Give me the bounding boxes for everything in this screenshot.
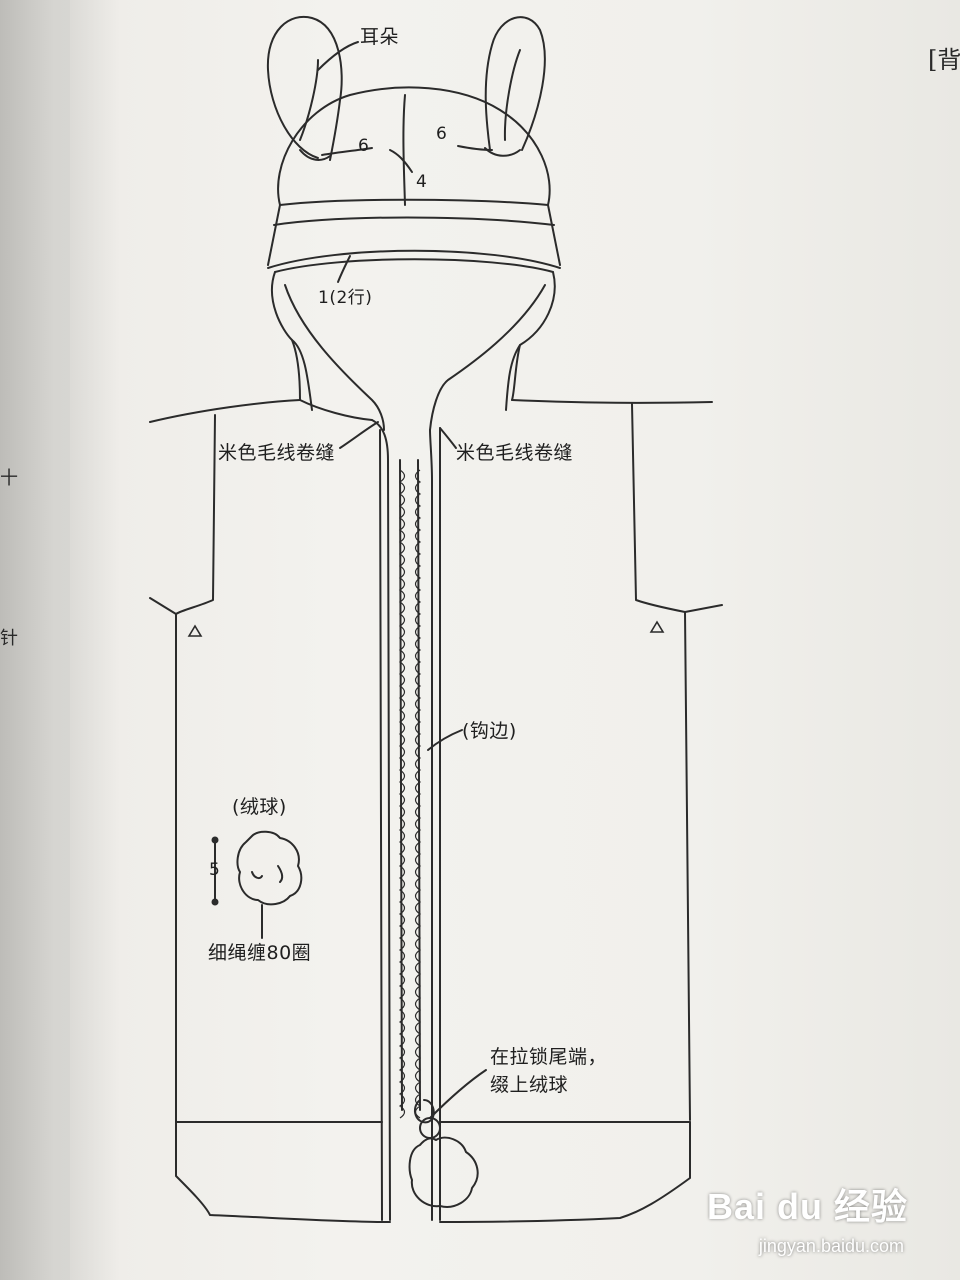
hood-right-inner	[429, 284, 546, 431]
zipper-pompom	[408, 1136, 479, 1208]
hood-dome	[277, 86, 551, 206]
right-armhole-marker	[649, 620, 665, 633]
seam-right-leader	[439, 427, 457, 449]
seam-left-label: 米色毛线卷缝	[218, 442, 336, 464]
left-shoulder-neck	[299, 399, 373, 421]
right-front-edge	[429, 429, 433, 1221]
zipper-pull-ring	[413, 1099, 435, 1124]
crochet-leader	[427, 729, 463, 751]
hood-band-mid	[273, 216, 555, 226]
crochet-stitches-right	[414, 469, 422, 1119]
right-side	[684, 611, 691, 1121]
seam-left-leader	[339, 421, 379, 449]
margin-right-bracket: [背	[928, 46, 960, 74]
hood-brim-inner	[274, 258, 554, 273]
hood-right-inner2	[505, 344, 521, 411]
hood-left-inner	[284, 284, 385, 431]
left-armhole	[149, 414, 216, 615]
left-ear-base	[299, 149, 331, 161]
pompom-note: 细绳缠80圈	[208, 942, 312, 964]
pompom-ball-detail2	[277, 865, 284, 883]
zipper-note-leader	[429, 1069, 487, 1119]
hood-left-leader	[321, 147, 373, 156]
book-page	[70, 0, 960, 1280]
page-gutter-shadow	[0, 0, 120, 1280]
right-shoulder	[511, 399, 713, 404]
zipper-note-line2: 缀上绒球	[490, 1074, 569, 1096]
hood-center-seam	[402, 94, 406, 206]
baidu-watermark-url: jingyan.baidu.com	[758, 1236, 904, 1256]
left-ear-inner	[299, 59, 319, 141]
hood-right-side	[511, 271, 556, 401]
left-armhole-marker	[187, 624, 203, 637]
size-bar-top-dot	[211, 836, 219, 844]
left-front-edge-inner	[379, 429, 383, 1221]
hood-left-inner2	[291, 339, 313, 411]
crochet-stitches-left	[398, 469, 406, 1119]
hood-right-count: 6	[436, 124, 448, 144]
right-hem	[439, 1121, 691, 1223]
hood-band-top	[279, 198, 549, 206]
left-hem	[175, 1121, 391, 1223]
hood-left-side	[270, 271, 301, 401]
right-armhole	[631, 403, 723, 613]
ears-leader	[317, 41, 359, 71]
ears-label: 耳朵	[360, 26, 400, 48]
hood-left-count: 6	[358, 136, 370, 156]
hood-right-leader	[457, 145, 493, 151]
right-ear-inner	[503, 49, 521, 141]
crochet-edge-label: (钩边)	[462, 720, 517, 742]
pompom-ball-detail1	[251, 871, 263, 880]
hood-brim-label: 1(2行)	[318, 288, 373, 308]
brim-leader	[337, 255, 351, 283]
zipper-right-line	[417, 459, 421, 1111]
pompom-size: 5	[209, 860, 221, 880]
hood-center-leader	[389, 149, 413, 173]
left-shoulder	[149, 399, 301, 423]
hood-band-sides-l	[267, 204, 281, 266]
margin-left-glyph-1: 十	[0, 468, 18, 489]
hood-band-sides-r	[547, 204, 561, 266]
left-ear	[266, 15, 343, 161]
hood-center-count: 4	[416, 172, 428, 192]
margin-left-glyph-2: 针	[0, 628, 18, 649]
seam-right-label: 米色毛线卷缝	[456, 442, 574, 464]
left-front-edge	[371, 419, 391, 1221]
pompom-ball	[236, 830, 303, 906]
pompom-title: (绒球)	[232, 796, 287, 818]
zipper-note-line1: 在拉锁尾端，	[490, 1046, 608, 1068]
right-ear	[484, 16, 546, 151]
hood-brim-outer	[267, 249, 561, 269]
baidu-watermark: Bai du 经验	[706, 1186, 908, 1227]
size-bar-bottom-dot	[211, 898, 219, 906]
zipper-left-line	[399, 459, 403, 1111]
